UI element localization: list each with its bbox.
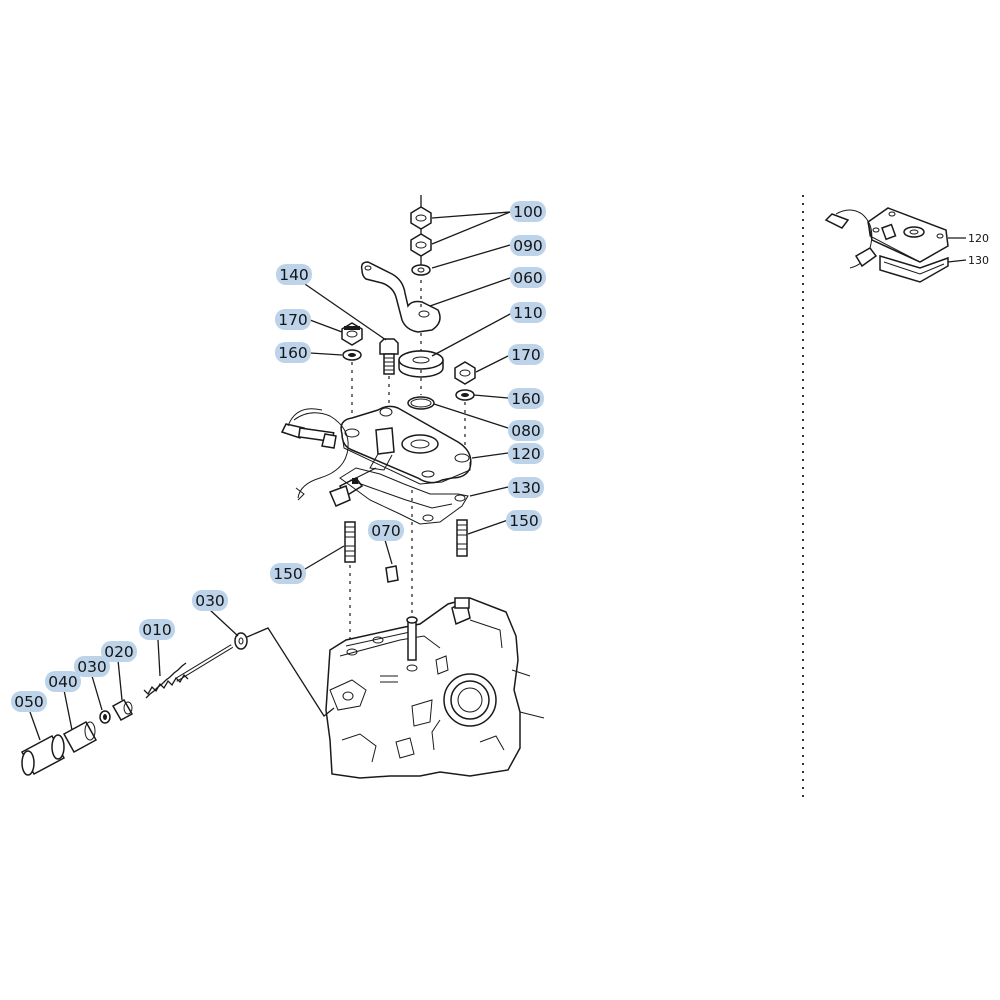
callout-040-text: 040 xyxy=(48,673,78,691)
callout-150-left-text: 150 xyxy=(273,565,303,583)
washer-160-left xyxy=(342,349,362,425)
gasket-130 xyxy=(339,467,469,525)
nut-170-left xyxy=(341,322,363,346)
callout-170-left-text: 170 xyxy=(278,311,308,329)
callout-120: 120 xyxy=(508,443,544,464)
inset-assembly: 120 130 xyxy=(824,207,989,283)
nut-170-right xyxy=(454,361,476,385)
callout-130-text: 130 xyxy=(511,479,541,497)
washer-030-right xyxy=(234,632,248,650)
hex-nut-lower xyxy=(410,229,432,257)
spring-rod-010 xyxy=(143,644,234,699)
callout-110: 110 xyxy=(510,302,546,323)
lever-060 xyxy=(360,261,441,333)
hex-nut-upper xyxy=(410,195,432,230)
callout-080-text: 080 xyxy=(511,422,541,440)
callout-030-upper: 030 xyxy=(192,590,228,611)
callout-090: 090 xyxy=(510,235,546,256)
engine-block xyxy=(325,597,545,779)
washer-160-right xyxy=(455,389,475,448)
callout-010-text: 010 xyxy=(142,621,172,639)
callout-060-text: 060 xyxy=(513,269,543,287)
callout-050-text: 050 xyxy=(14,693,44,711)
callout-140: 140 xyxy=(276,264,312,285)
callout-100: 100 xyxy=(510,201,546,222)
callout-080: 080 xyxy=(508,420,544,441)
callout-150-right: 150 xyxy=(506,510,542,531)
stud-150-left xyxy=(344,521,356,640)
callout-170-right-text: 170 xyxy=(511,346,541,364)
callout-040: 040 xyxy=(45,671,81,692)
callout-070-text: 070 xyxy=(371,522,401,540)
callout-140-text: 140 xyxy=(279,266,309,284)
callout-030-upper-text: 030 xyxy=(195,592,225,610)
callout-050: 050 xyxy=(11,691,47,712)
key-070 xyxy=(385,490,413,620)
callout-060: 060 xyxy=(510,267,546,288)
bolt-140 xyxy=(379,338,399,404)
cap-050 xyxy=(20,734,66,776)
callout-130: 130 xyxy=(508,477,544,498)
callout-020-text: 020 xyxy=(104,643,134,661)
callout-020: 020 xyxy=(101,641,137,662)
washer-030-left xyxy=(99,710,111,724)
assembly-path-line xyxy=(246,627,335,717)
callout-090-text: 090 xyxy=(513,237,543,255)
washer-090 xyxy=(411,256,431,276)
callout-010: 010 xyxy=(139,619,175,640)
callout-150-left: 150 xyxy=(270,563,306,584)
inset-callout-130: 130 xyxy=(968,254,989,267)
callout-030-lower: 030 xyxy=(74,656,110,677)
callout-100-text: 100 xyxy=(513,203,543,221)
callout-030-lower-text: 030 xyxy=(77,658,107,676)
callout-150-right-text: 150 xyxy=(509,512,539,530)
o-ring-080 xyxy=(407,370,435,410)
leader-lines xyxy=(29,211,513,741)
callout-160-right-text: 160 xyxy=(511,390,541,408)
callout-120-text: 120 xyxy=(511,445,541,463)
cover-plate-120 xyxy=(340,405,472,485)
sleeve-040 xyxy=(62,720,98,754)
callout-160-right: 160 xyxy=(508,388,544,409)
governor-shaft xyxy=(280,408,349,501)
stud-150-right xyxy=(456,519,468,557)
callout-170-left: 170 xyxy=(275,309,311,330)
callout-170-right: 170 xyxy=(508,344,544,365)
nut-020 xyxy=(111,698,134,722)
callout-160-left: 160 xyxy=(275,342,311,363)
callout-160-left-text: 160 xyxy=(278,344,308,362)
callout-070: 070 xyxy=(368,520,404,541)
callout-110-text: 110 xyxy=(513,304,543,322)
inset-callout-120: 120 xyxy=(968,232,989,245)
